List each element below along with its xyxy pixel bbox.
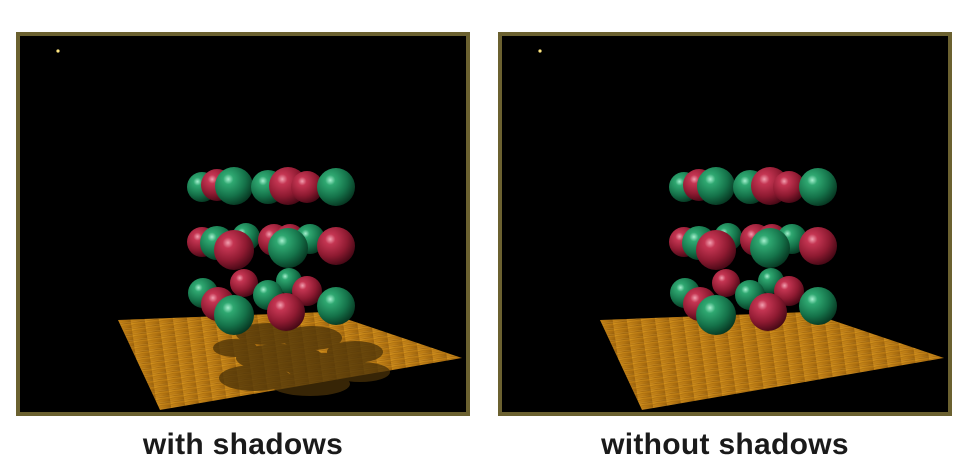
scene-without-shadows <box>538 49 944 410</box>
green-sphere <box>317 287 355 325</box>
green-sphere <box>697 167 735 205</box>
sphere-stack <box>669 167 837 335</box>
green-sphere <box>750 228 790 268</box>
light-source-icon <box>56 49 60 53</box>
green-sphere <box>799 287 837 325</box>
caption-without-shadows: without shadows <box>601 428 849 461</box>
green-sphere <box>696 295 736 335</box>
red-sphere <box>799 227 837 265</box>
green-sphere <box>799 168 837 206</box>
sphere-shadows <box>213 323 390 396</box>
sphere-stack <box>187 167 355 335</box>
scene-with-shadows <box>56 49 462 410</box>
red-sphere <box>317 227 355 265</box>
render-without-shadows <box>498 32 952 416</box>
red-sphere <box>291 171 323 203</box>
red-sphere <box>773 171 805 203</box>
wooden-floor <box>600 312 944 410</box>
red-sphere <box>267 293 305 331</box>
light-source-icon <box>538 49 542 53</box>
green-sphere <box>214 295 254 335</box>
green-sphere <box>215 167 253 205</box>
red-sphere <box>696 230 736 270</box>
red-sphere <box>214 230 254 270</box>
render-with-shadows <box>16 32 470 416</box>
red-sphere <box>292 276 322 306</box>
caption-with-shadows: with shadows <box>142 428 344 461</box>
green-sphere <box>268 228 308 268</box>
red-sphere <box>774 276 804 306</box>
green-sphere <box>317 168 355 206</box>
red-sphere <box>712 269 740 297</box>
red-sphere <box>749 293 787 331</box>
red-sphere <box>230 269 258 297</box>
